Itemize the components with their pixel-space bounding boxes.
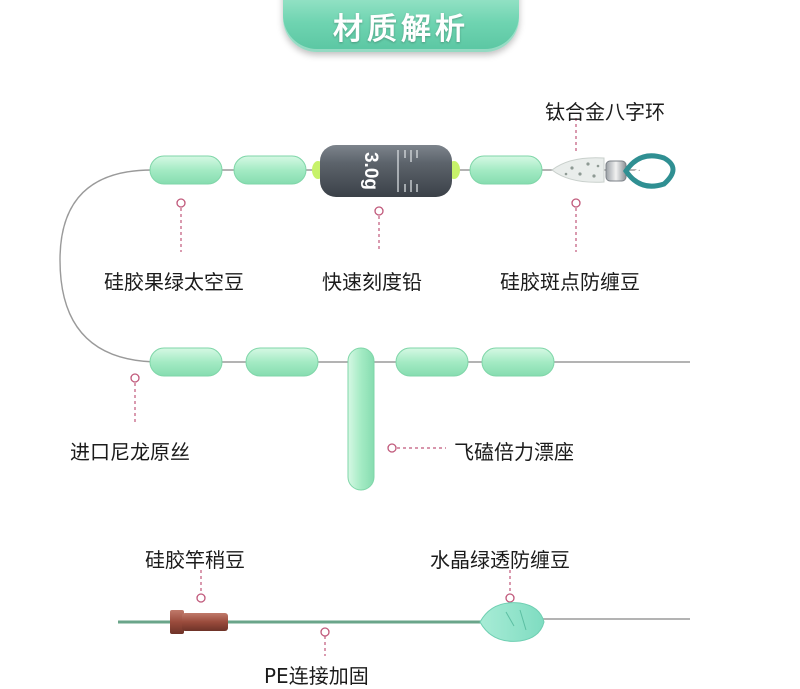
pointer-dot: [320, 627, 330, 637]
pointer-dot: [505, 593, 515, 603]
pointer-dot: [176, 198, 186, 208]
pointer-dot: [571, 198, 581, 208]
label-swivel: 钛合金八字环: [545, 100, 665, 124]
page-title: 材质解析: [333, 12, 469, 47]
space-bean: [481, 347, 555, 377]
pointer-dot: [387, 443, 397, 453]
nylon-line: [59, 169, 690, 363]
label-pe-link: PE连接加固: [264, 664, 369, 688]
space-bean: [149, 347, 223, 377]
pointer-dot: [374, 206, 384, 216]
label-float-seat: 飞磕倍力漂座: [454, 440, 574, 464]
space-bean: [469, 155, 543, 185]
label-space-beans: 硅胶果绿太空豆: [104, 270, 244, 294]
label-rod-tip-bean: 硅胶竿稍豆: [145, 548, 245, 572]
titanium-swivel: [605, 153, 676, 189]
pointer-dot: [196, 593, 206, 603]
anti-tangle-dotted-bean: [551, 157, 605, 183]
label-crystal-bean: 水晶绿透防缠豆: [430, 548, 570, 572]
sinker-weight-label: 3.0g: [360, 152, 381, 190]
label-nylon-line: 进口尼龙原丝: [70, 440, 190, 464]
pointer-dot: [130, 373, 140, 383]
label-anti-tangle-dotted: 硅胶斑点防缠豆: [500, 270, 640, 294]
crystal-anti-tangle-bean: [479, 602, 545, 642]
float-seat: [347, 347, 375, 491]
title-banner: 材质解析: [283, 0, 519, 52]
space-bean: [149, 155, 223, 185]
label-sinker: 快速刻度铅: [322, 270, 422, 294]
space-bean: [245, 347, 319, 377]
space-bean: [233, 155, 307, 185]
scale-sinker: 3.0g: [312, 145, 460, 197]
space-bean: [395, 347, 469, 377]
rod-tip-bean: [170, 610, 228, 634]
